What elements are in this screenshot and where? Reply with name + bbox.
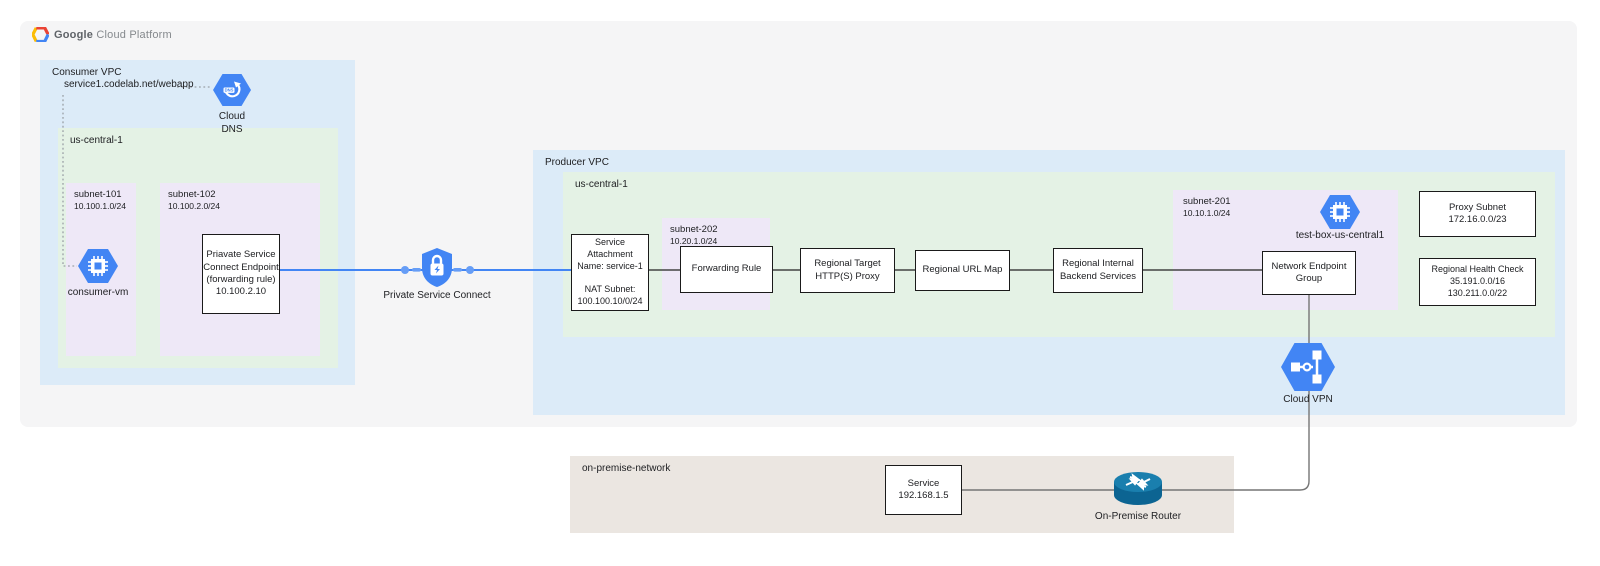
service-attachment-box: Service Attachment Name: service-1 NAT S… — [571, 234, 649, 311]
producer-vpc-label: Producer VPC — [545, 157, 609, 168]
subnet-101-name: subnet-101 — [74, 189, 122, 200]
psc-endpoint-box: Priavate Service Connect Endpoint (forwa… — [202, 234, 280, 314]
psc-line-dot-right — [466, 266, 474, 274]
health-check-box: Regional Health Check 35.191.0.0/16 130.… — [1419, 258, 1536, 306]
subnet-201-cidr: 10.10.1.0/24 — [1183, 207, 1231, 218]
subnet-202-heading: subnet-202 10.20.1.0/24 — [670, 224, 718, 247]
backend-services-box: Regional Internal Backend Services — [1053, 248, 1143, 293]
subnet-101-heading: subnet-101 10.100.1.0/24 — [74, 189, 126, 212]
consumer-vm-label: consumer-vm — [67, 287, 129, 298]
subnet-202-cidr: 10.20.1.0/24 — [670, 235, 718, 246]
subnet-201-name: subnet-201 — [1183, 196, 1231, 207]
subnet-102-cidr: 10.100.2.0/24 — [168, 200, 220, 211]
svg-text:DNS: DNS — [225, 88, 234, 93]
subnet-201-heading: subnet-201 10.10.1.0/24 — [1183, 196, 1231, 219]
vm-dotted-link — [62, 95, 77, 267]
brand-google: Google — [54, 29, 94, 41]
proxy-subnet-box: Proxy Subnet 172.16.0.0/23 — [1419, 191, 1536, 237]
network-endpoint-group-box: Network Endpoint Group — [1262, 251, 1356, 295]
consumer-vm-icon — [78, 249, 118, 283]
on-premise-router-label: On-Premise Router — [1094, 511, 1182, 522]
subnet-102-name: subnet-102 — [168, 189, 216, 200]
cloud-vpn-icon — [1281, 343, 1335, 391]
subnet-202-name: subnet-202 — [670, 224, 718, 235]
on-premise-router-icon — [1112, 470, 1164, 508]
psc-line-dot-left — [401, 266, 409, 274]
dns-record-label: service1.codelab.net/webapp — [64, 79, 194, 90]
subnet-102-heading: subnet-102 10.100.2.0/24 — [168, 189, 220, 212]
psc-line-dash-left — [412, 268, 421, 272]
consumer-vpc-label: Consumer VPC — [52, 67, 122, 78]
forwarding-rule-box: Forwarding Rule — [680, 246, 773, 293]
brand-text: Google Cloud Platform — [54, 29, 172, 41]
producer-region-label: us-central-1 — [575, 179, 628, 190]
cloud-dns-icon: DNS — [213, 74, 251, 106]
on-premise-label: on-premise-network — [582, 463, 671, 474]
subnet-101-cidr: 10.100.1.0/24 — [74, 200, 126, 211]
consumer-region-label: us-central-1 — [70, 135, 123, 146]
target-proxy-box: Regional Target HTTP(S) Proxy — [800, 248, 895, 293]
brand-cloud-platform: Cloud Platform — [96, 29, 172, 41]
gcp-logo-icon — [32, 27, 49, 42]
cloud-vpn-label: Cloud VPN — [1283, 394, 1333, 405]
url-map-box: Regional URL Map — [915, 250, 1010, 291]
psc-line-dash-right — [453, 268, 462, 272]
on-premise-service-box: Service 192.168.1.5 — [885, 465, 962, 515]
link-neg-vpn-router — [962, 295, 1310, 491]
private-service-connect-label: Private Service Connect — [383, 290, 491, 301]
cloud-dns-label: Cloud DNS — [218, 111, 246, 135]
test-box-vm-icon — [1320, 195, 1360, 229]
test-box-label: test-box-us-central1 — [1295, 230, 1385, 241]
private-service-connect-icon — [419, 246, 455, 288]
